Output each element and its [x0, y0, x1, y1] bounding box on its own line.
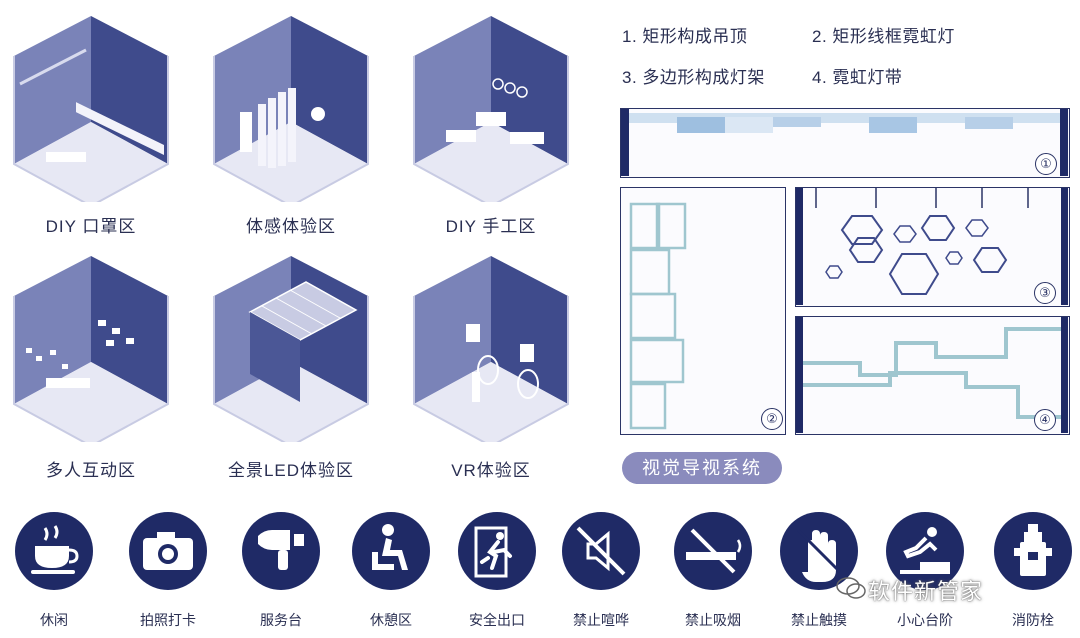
isometric-room-handcraft: [413, 16, 569, 202]
fire-hydrant-icon: [1014, 524, 1052, 576]
hair-dryer-icon: [258, 530, 304, 570]
isometric-room-diy-mask: [13, 16, 169, 202]
panel-ceiling-rectangles: ①: [620, 108, 1070, 178]
ceiling-rectangles-drawing: [621, 109, 1068, 176]
zone-vr: VR体验区: [406, 252, 576, 480]
zone-label: DIY 口罩区: [45, 217, 137, 236]
panel-neon-frames: ②: [620, 187, 786, 435]
sign-no-smoking: 禁止吸烟: [674, 512, 752, 628]
neon-frames-drawing: [629, 202, 687, 430]
sign-disc: [242, 512, 320, 590]
no-noise-icon: [576, 526, 626, 576]
zone-label: DIY 手工区: [445, 217, 537, 236]
sign-disc: [129, 512, 207, 590]
caution-step-icon: [900, 527, 950, 574]
isometric-room-motion: [213, 16, 369, 202]
zone-multiplayer: 多人互动区: [6, 252, 176, 480]
zone-label: 体感体验区: [246, 217, 336, 236]
panel-number-2: ②: [761, 408, 783, 430]
sign-safety-exit: 安全出口: [458, 512, 536, 628]
panel-polygon-light-rack: ③: [795, 187, 1070, 307]
isometric-room-multiplayer: [13, 256, 169, 442]
no-touch-icon: [796, 528, 842, 582]
sign-label: 禁止吸烟: [685, 612, 741, 628]
coffee-cup-icon: [31, 525, 79, 574]
zone-motion-sensing: 体感体验区: [206, 12, 376, 236]
sitting-person-icon: [372, 524, 408, 570]
visual-guidance-badge: 视觉导视系统: [622, 452, 782, 484]
sign-rest-area: 休憩区: [352, 512, 430, 628]
sign-leisure: 休闲: [15, 512, 93, 628]
sign-service-desk: 服务台: [242, 512, 320, 628]
sign-disc: [780, 512, 858, 590]
legend-item-4: 4. 霓虹灯带: [812, 68, 903, 87]
sign-disc: [562, 512, 640, 590]
zone-label: VR体验区: [451, 461, 531, 480]
sign-caution-step: 小心台阶: [886, 512, 964, 628]
wechat-icon: [836, 577, 866, 599]
zone-diy-mask: DIY 口罩区: [6, 12, 176, 236]
camera-icon: [143, 532, 193, 570]
legend-item-3: 3. 多边形构成灯架: [622, 68, 765, 87]
sign-no-noise: 禁止喧哗: [562, 512, 640, 628]
zone-panorama-led: 全景LED体验区: [206, 252, 376, 480]
sign-disc: [352, 512, 430, 590]
panel-number-1: ①: [1035, 153, 1057, 175]
sign-disc: [458, 512, 536, 590]
legend-item-1: 1. 矩形构成吊顶: [622, 27, 748, 46]
zone-label: 多人互动区: [46, 461, 136, 480]
panel-neon-light-strip: ④: [795, 316, 1070, 435]
panel-number-4: ④: [1034, 409, 1056, 431]
sign-label: 小心台阶: [897, 612, 953, 628]
exit-running-icon: [474, 526, 512, 578]
isometric-room-panorama: [213, 256, 369, 442]
sign-fire-hydrant: 消防栓: [994, 512, 1072, 628]
hexagon-light-rack-drawing: [796, 188, 1068, 305]
sign-label: 服务台: [260, 612, 302, 628]
sign-label: 消防栓: [1012, 612, 1054, 628]
sign-no-touch: 禁止触摸: [780, 512, 858, 628]
sign-disc: [674, 512, 752, 590]
no-smoking-icon: [686, 528, 742, 574]
panel-number-3: ③: [1034, 282, 1056, 304]
sign-label: 禁止触摸: [791, 612, 847, 628]
sign-disc: [886, 512, 964, 590]
sign-disc: [994, 512, 1072, 590]
sign-label: 休憩区: [370, 612, 412, 628]
zone-diy-handcraft: DIY 手工区: [406, 12, 576, 236]
neon-strip-drawing: [796, 317, 1068, 433]
legend-item-2: 2. 矩形线框霓虹灯: [812, 27, 955, 46]
zone-label: 全景LED体验区: [227, 461, 355, 480]
sign-label: 拍照打卡: [140, 612, 196, 628]
isometric-room-vr: [413, 256, 569, 442]
sign-label: 休闲: [40, 612, 68, 628]
sign-photo-checkin: 拍照打卡: [129, 512, 207, 628]
watermark-text: 软件新管家: [868, 579, 984, 604]
sign-disc: [15, 512, 93, 590]
sign-label: 禁止喧哗: [573, 612, 629, 628]
sign-label: 安全出口: [469, 612, 525, 628]
